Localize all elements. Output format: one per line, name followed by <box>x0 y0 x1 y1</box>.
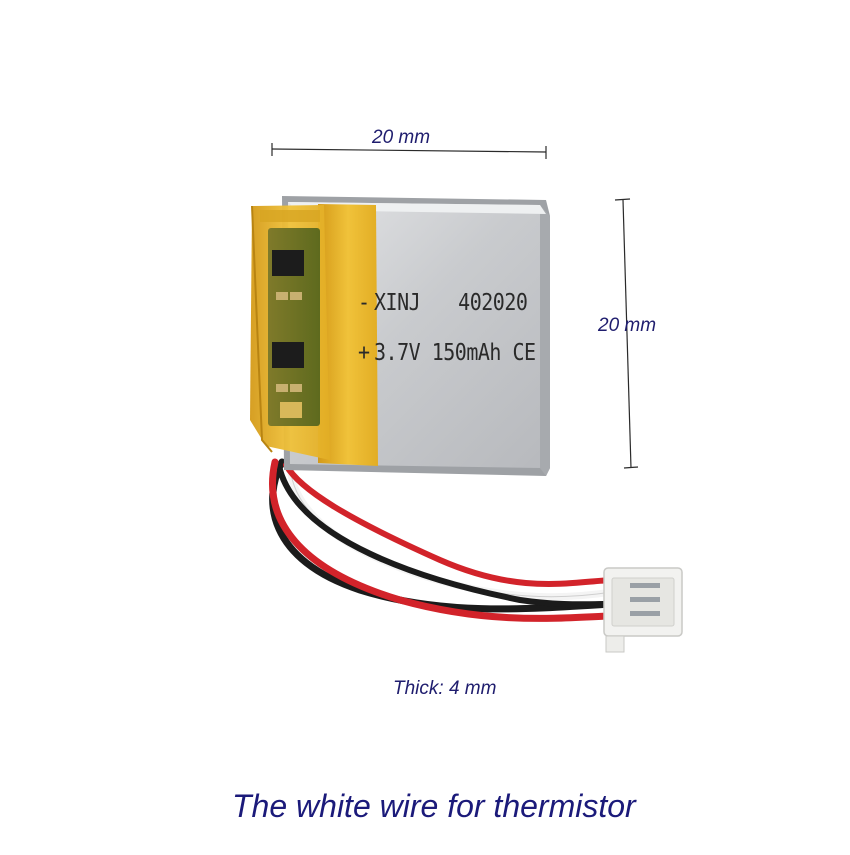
spec-text: 3.7V 150mAh CE <box>374 338 536 366</box>
cell-label-line2: +3.7V 150mAh CE <box>358 338 536 366</box>
brand-text: XINJ <box>374 288 421 316</box>
height-dimension-line <box>614 198 639 469</box>
battery-cell <box>250 196 550 476</box>
thickness-label: Thick: 4 mm <box>393 678 497 699</box>
negative-symbol: - <box>358 288 370 316</box>
width-label: 20 mm <box>372 127 431 148</box>
height-label: 20 mm <box>598 315 657 336</box>
cell-label-line1: -XINJ 402020 <box>358 288 528 316</box>
lead-wires <box>269 458 616 622</box>
positive-symbol: + <box>358 338 370 366</box>
width-dimension-line <box>271 143 547 159</box>
jst-connector <box>603 567 683 653</box>
caption: The white wire for thermistor <box>232 788 636 824</box>
model-text: 402020 <box>458 288 528 316</box>
